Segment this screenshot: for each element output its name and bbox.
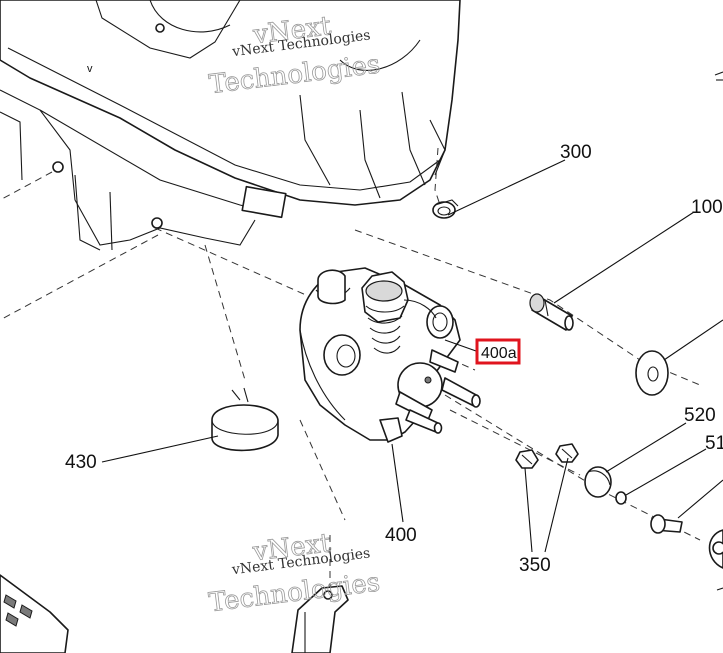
part-510-washer-screw xyxy=(615,491,683,534)
part-400-fuel-pump xyxy=(299,267,481,443)
leader-400a xyxy=(444,339,477,352)
callout-520: 520 xyxy=(684,405,716,426)
watermark-bottom: vNext vNext Technologies Technologies xyxy=(207,528,382,619)
leader-300 xyxy=(447,159,566,216)
callout-400a: 400a xyxy=(481,345,517,362)
washer xyxy=(635,350,669,396)
callout-510: 51 xyxy=(705,433,723,454)
leader-400 xyxy=(391,443,404,523)
leader-350a xyxy=(524,467,533,553)
right-edge-fragments xyxy=(708,71,723,591)
leader-520 xyxy=(605,422,687,473)
leader-430 xyxy=(101,435,219,463)
stray-mark: v xyxy=(87,63,93,75)
callout-labels: 300 100 400a 520 51 430 400 350 xyxy=(65,142,723,576)
part-520-grommet xyxy=(584,466,612,498)
callout-300: 300 xyxy=(560,142,592,163)
highlight-box-400a xyxy=(475,338,521,365)
part-100-bolt xyxy=(529,293,574,331)
callout-430: 430 xyxy=(65,452,97,473)
callout-100: 100 xyxy=(691,197,723,218)
part-430-clamp xyxy=(211,387,279,452)
part-300-clamp xyxy=(432,199,459,219)
callout-400: 400 xyxy=(385,525,417,546)
leader-100 xyxy=(553,211,695,304)
leader-510 xyxy=(625,448,707,496)
part-350-clips xyxy=(515,443,579,469)
tank-housing: v xyxy=(0,0,461,251)
leader-lines xyxy=(101,159,723,553)
leader-100b xyxy=(663,319,723,361)
callout-350: 350 xyxy=(519,555,551,576)
bottom-bracket xyxy=(0,574,349,653)
leader-510b xyxy=(677,479,723,519)
leader-350b xyxy=(544,457,569,553)
